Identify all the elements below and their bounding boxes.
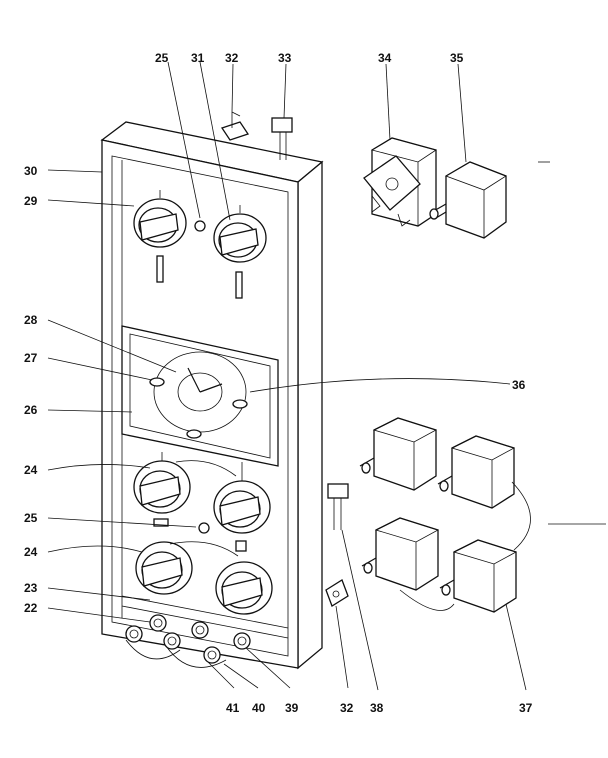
knob-31 bbox=[213, 205, 267, 263]
bracket-32-top bbox=[220, 111, 250, 141]
clock-window bbox=[121, 325, 279, 467]
indicator-light-25b bbox=[198, 522, 210, 534]
callout-24-lower: 24 bbox=[24, 545, 38, 559]
callout-30: 30 bbox=[24, 164, 38, 178]
callout-34: 34 bbox=[378, 51, 392, 65]
callout-26: 26 bbox=[24, 403, 38, 417]
callout-28: 28 bbox=[24, 313, 38, 327]
callout-23: 23 bbox=[24, 581, 38, 595]
callout-32-lower: 32 bbox=[340, 701, 354, 715]
callout-25-lower: 25 bbox=[24, 511, 38, 525]
callout-39: 39 bbox=[285, 701, 299, 715]
knob-24-lower-right bbox=[215, 540, 273, 615]
indicator-light-25a bbox=[194, 220, 206, 232]
knob-24-upper-right bbox=[213, 462, 271, 534]
callout-40: 40 bbox=[252, 701, 266, 715]
switch-slot-upper-right bbox=[235, 271, 243, 299]
timer-motor-34 bbox=[363, 137, 437, 227]
callout-25-top: 25 bbox=[155, 51, 169, 65]
switch-slot-upper-left bbox=[156, 255, 164, 283]
callout-33: 33 bbox=[278, 51, 292, 65]
callout-27: 27 bbox=[24, 351, 38, 365]
callout-29: 29 bbox=[24, 194, 38, 208]
clip-33 bbox=[271, 117, 293, 160]
leader-lines bbox=[47, 61, 527, 691]
knob-35 bbox=[429, 161, 507, 239]
bottom-jacks bbox=[121, 595, 289, 668]
knob-24-lower-left bbox=[135, 541, 193, 595]
callout-32-top: 32 bbox=[225, 51, 239, 65]
callout-22: 22 bbox=[24, 601, 38, 615]
callout-35: 35 bbox=[450, 51, 464, 65]
callout-38: 38 bbox=[370, 701, 384, 715]
callout-24-upper: 24 bbox=[24, 463, 38, 477]
knob-29 bbox=[133, 190, 187, 248]
switch-slot-lower-left bbox=[153, 518, 169, 527]
callout-41: 41 bbox=[226, 701, 240, 715]
callout-37: 37 bbox=[519, 701, 533, 715]
bracket-32-lower bbox=[325, 579, 349, 607]
knob-24-upper-left bbox=[133, 452, 191, 514]
clip-38 bbox=[327, 483, 349, 530]
knob-set-37 bbox=[359, 417, 531, 613]
callout-31: 31 bbox=[191, 51, 205, 65]
callout-labels: 25 31 32 33 34 35 30 29 28 27 26 36 24 2… bbox=[24, 51, 533, 715]
callout-36: 36 bbox=[512, 378, 526, 392]
